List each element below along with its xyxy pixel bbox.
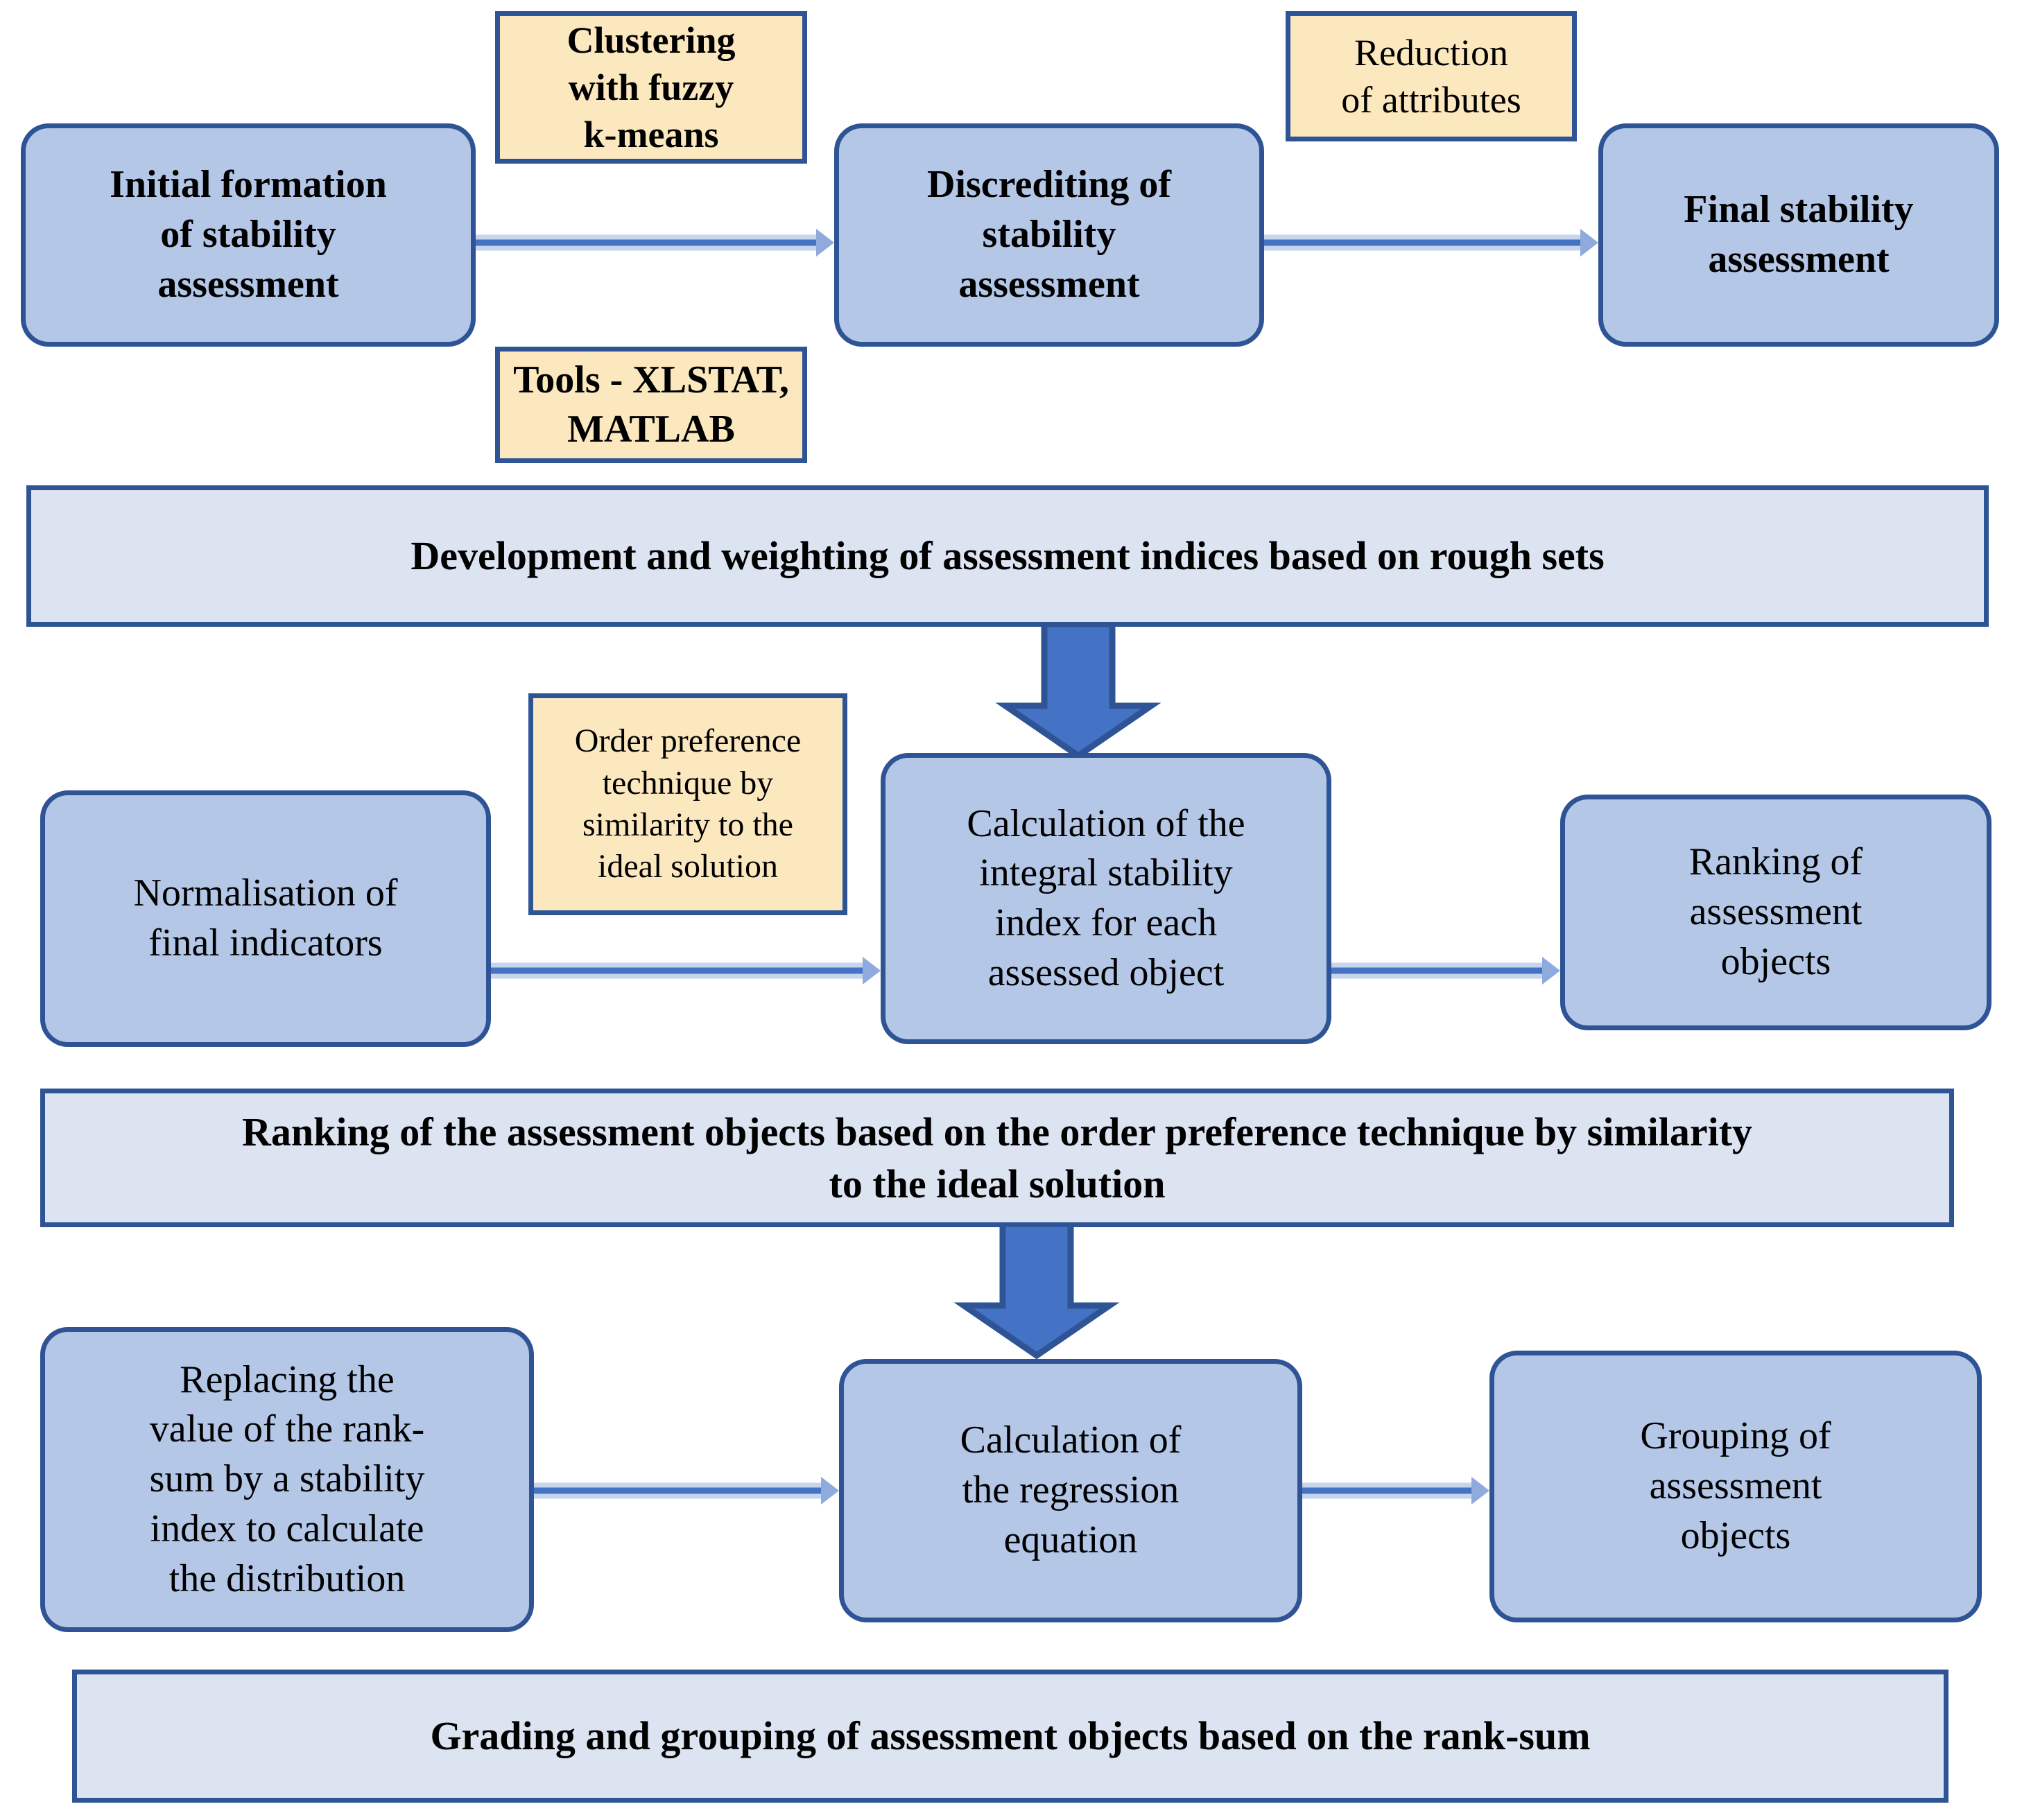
node-line: assessment xyxy=(958,262,1140,306)
node-line: the distribution xyxy=(168,1557,406,1600)
note-line: Clustering xyxy=(567,19,736,61)
arrow-head-icon xyxy=(1580,229,1598,257)
arrow-head-icon xyxy=(863,957,881,985)
note-line: MATLAB xyxy=(567,408,735,451)
note-reduction-of-attributes: Reduction of attributes xyxy=(1286,11,1577,141)
note-line: of attributes xyxy=(1341,79,1521,121)
note-line: ideal solution xyxy=(598,848,778,885)
arrow-initial-to-discrediting xyxy=(476,229,834,257)
arrow-head-icon xyxy=(1542,957,1560,985)
note-line: k-means xyxy=(583,114,719,156)
node-line: of stability xyxy=(160,213,336,257)
node-line: integral stability xyxy=(979,851,1233,895)
node-line: stability xyxy=(982,213,1116,257)
banner-line: Development and weighting of assessment … xyxy=(411,533,1605,579)
node-ranking-of-assessment-objects[interactable]: Ranking of assessment objects xyxy=(1560,795,1991,1030)
banner-ranking-order-preference: Ranking of the assessment objects based … xyxy=(40,1089,1954,1227)
banner-line: Grading and grouping of assessment objec… xyxy=(430,1713,1591,1759)
node-line: assessment xyxy=(1689,890,1863,934)
node-replacing-rank-sum-value[interactable]: Replacing the value of the rank- sum by … xyxy=(40,1327,534,1632)
note-line: Tools - XLSTAT, xyxy=(513,358,789,402)
node-line: Grouping of xyxy=(1640,1414,1831,1458)
banner-grading-and-grouping: Grading and grouping of assessment objec… xyxy=(72,1670,1948,1803)
node-line: Normalisation of xyxy=(133,872,398,915)
note-line: with fuzzy xyxy=(568,66,734,108)
arrow-head-icon xyxy=(821,1477,839,1505)
arrow-banner-ranking-down xyxy=(950,1222,1123,1360)
node-line: Calculation of xyxy=(960,1419,1182,1462)
node-final-stability-assessment[interactable]: Final stability assessment xyxy=(1598,123,1999,347)
node-line: objects xyxy=(1720,939,1831,983)
node-line: Final stability xyxy=(1684,188,1914,232)
note-order-preference-technique: Order preference technique by similarity… xyxy=(528,693,847,915)
node-line: assessment xyxy=(1708,238,1890,281)
node-line: index for each xyxy=(994,901,1218,944)
banner-line: Ranking of the assessment objects based … xyxy=(241,1109,1753,1154)
note-clustering-with-fuzzy-k-means: Clustering with fuzzy k-means xyxy=(495,11,807,164)
node-line: Calculation of the xyxy=(967,801,1245,845)
arrow-regression-to-grouping xyxy=(1302,1477,1489,1505)
note-line: Order preference xyxy=(574,722,802,760)
banner-development-and-weighting: Development and weighting of assessment … xyxy=(26,485,1989,627)
node-line: the regression xyxy=(962,1468,1180,1512)
node-line: sum by a stability xyxy=(149,1457,425,1501)
node-line: equation xyxy=(1003,1518,1138,1561)
arrow-head-icon xyxy=(1471,1477,1489,1505)
arrow-shaft xyxy=(491,967,863,974)
node-line: assessed object xyxy=(987,951,1225,994)
node-line: objects xyxy=(1680,1514,1791,1557)
arrow-banner-development-down xyxy=(992,623,1165,760)
note-line: Reduction xyxy=(1354,31,1508,73)
arrow-shaft xyxy=(534,1487,821,1494)
arrow-head-icon xyxy=(816,229,834,257)
node-discrediting-of-stability-assessment[interactable]: Discrediting of stability assessment xyxy=(834,123,1264,347)
node-line: Ranking of xyxy=(1688,840,1863,884)
node-initial-formation-of-stability-assessment[interactable]: Initial formation of stability assessmen… xyxy=(21,123,476,347)
node-calculation-integral-stability-index[interactable]: Calculation of the integral stability in… xyxy=(881,753,1331,1044)
node-line: assessment xyxy=(157,262,339,306)
node-line: Replacing the xyxy=(180,1358,395,1401)
arrow-shaft xyxy=(1331,967,1542,974)
arrow-shaft xyxy=(1302,1487,1471,1494)
arrow-discrediting-to-final xyxy=(1264,229,1598,257)
arrow-shaft xyxy=(476,239,816,246)
note-tools-xlstat-matlab: Tools - XLSTAT, MATLAB xyxy=(495,347,807,463)
node-normalisation-of-final-indicators[interactable]: Normalisation of final indicators xyxy=(40,790,491,1047)
node-line: index to calculate xyxy=(150,1507,424,1550)
arrow-integral-to-ranking xyxy=(1331,957,1560,985)
node-line: Initial formation xyxy=(110,163,387,207)
arrow-shaft xyxy=(1264,239,1580,246)
node-line: final indicators xyxy=(148,921,383,964)
arrow-normalisation-to-integral xyxy=(491,957,881,985)
note-line: technique by xyxy=(602,764,774,801)
note-line: similarity to the xyxy=(582,806,793,843)
node-line: assessment xyxy=(1649,1464,1822,1508)
banner-line: to the ideal solution xyxy=(829,1161,1166,1206)
node-calculation-regression-equation[interactable]: Calculation of the regression equation xyxy=(839,1359,1302,1622)
node-grouping-of-assessment-objects[interactable]: Grouping of assessment objects xyxy=(1489,1351,1982,1622)
node-line: Discrediting of xyxy=(926,163,1172,207)
arrow-replacing-to-regression xyxy=(534,1477,839,1505)
node-line: value of the rank- xyxy=(149,1407,425,1451)
